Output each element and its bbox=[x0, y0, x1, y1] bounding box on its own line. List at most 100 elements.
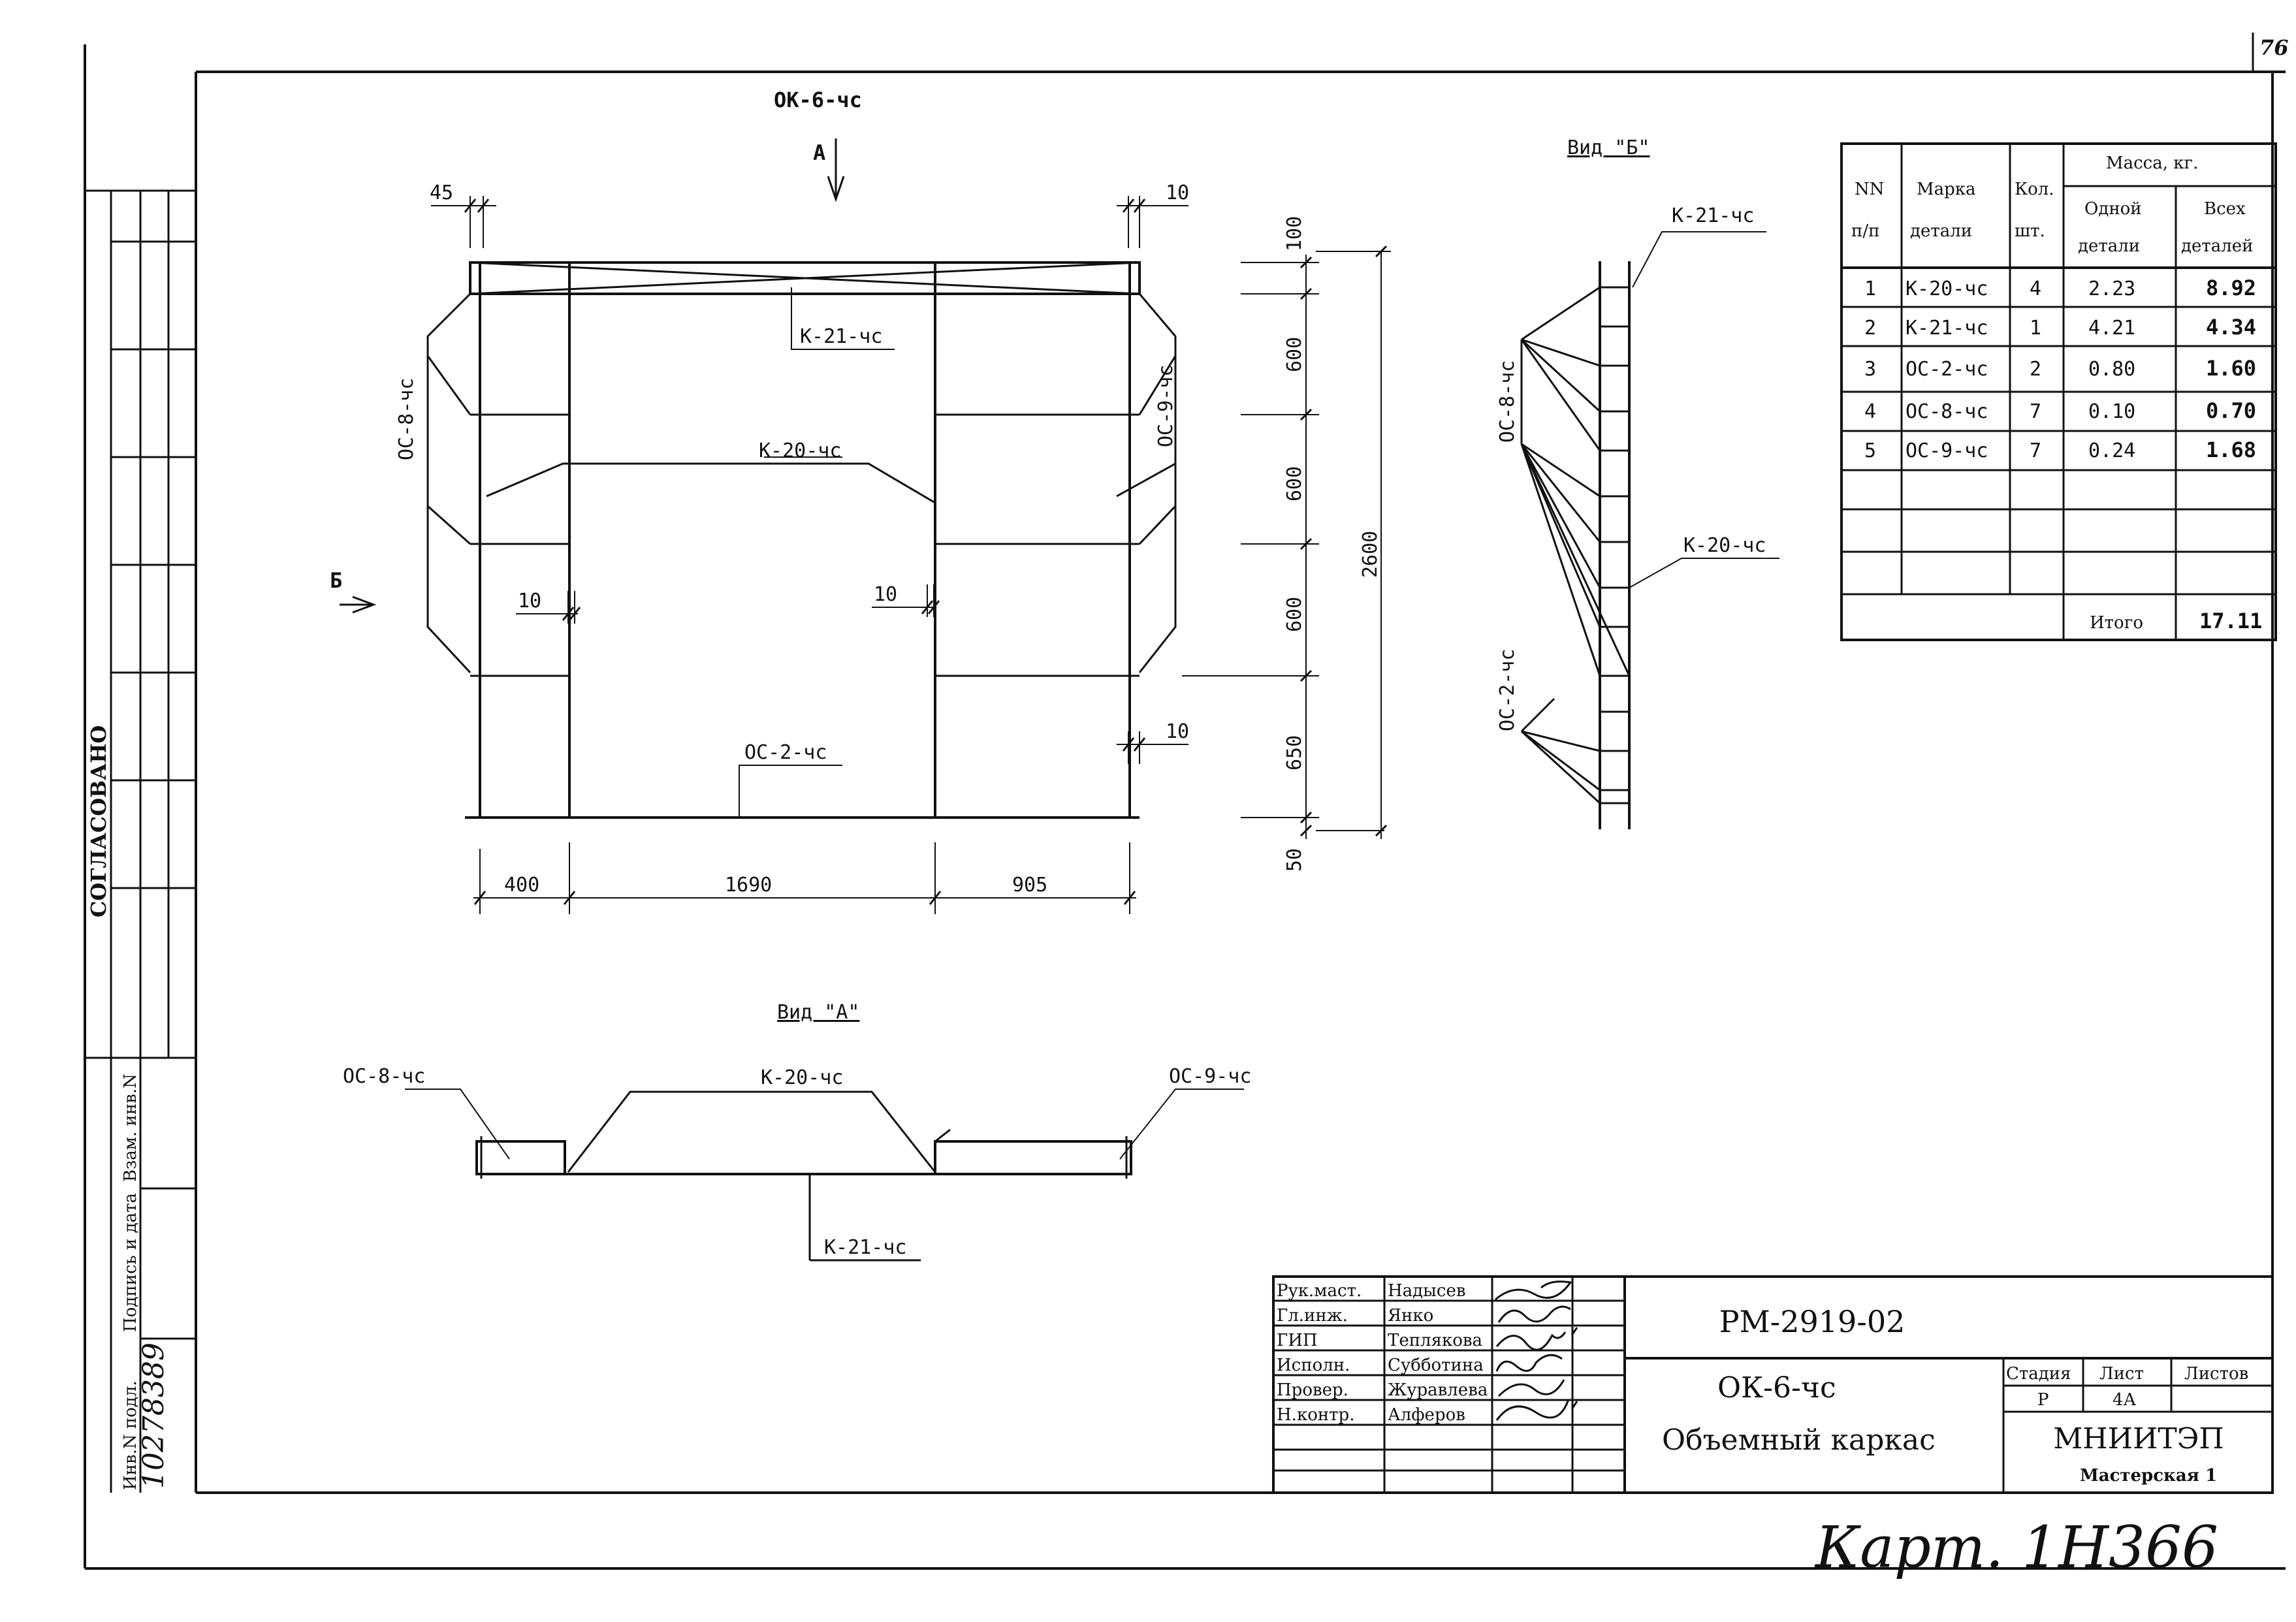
row-qty: 7 bbox=[2030, 439, 2041, 462]
main-dimensions bbox=[431, 196, 1391, 914]
label-os9-view-a: ОС-9-чс bbox=[1169, 1065, 1251, 1088]
dim-bottom-3: 905 bbox=[1012, 874, 1047, 897]
view-a-arrow bbox=[827, 138, 845, 202]
dim-vert-50: 50 bbox=[1283, 848, 1306, 872]
sheet-frame bbox=[84, 33, 2286, 1570]
role-name: Теплякова bbox=[1388, 1331, 1482, 1350]
drawing-name-2: Объемный каркас bbox=[1662, 1423, 1936, 1457]
signature bbox=[1495, 1327, 1578, 1351]
dim-vert-100: 100 bbox=[1283, 216, 1306, 251]
role-name: Надысев bbox=[1388, 1281, 1465, 1301]
signature bbox=[1497, 1305, 1571, 1323]
inventory-number: 10278389 bbox=[137, 1343, 170, 1489]
dim-mid-center: 10 bbox=[874, 583, 897, 606]
row-all: 1.68 bbox=[2206, 437, 2256, 462]
row-mark: ОС-8-чс bbox=[1905, 400, 1988, 423]
sheet-number: 76 bbox=[2259, 35, 2289, 60]
row-all: 1.60 bbox=[2206, 356, 2256, 381]
row-mark: К-20-чс bbox=[1905, 278, 1988, 300]
row-n: 3 bbox=[1864, 358, 1876, 381]
dim-vert-600c: 600 bbox=[1283, 597, 1306, 632]
view-a-title: Вид "А" bbox=[777, 1001, 859, 1024]
role-label: Н.контр. bbox=[1277, 1405, 1354, 1425]
row-qty: 2 bbox=[2030, 358, 2041, 381]
hdr-mark-2: детали bbox=[1910, 221, 1972, 241]
row-one: 2.23 bbox=[2088, 278, 2135, 300]
role-name: Субботина bbox=[1388, 1356, 1484, 1375]
table-row: 5 ОС-9-чс 7 0.24 1.68 bbox=[1864, 437, 2256, 462]
hdr-qty-2: шт. bbox=[2015, 221, 2045, 241]
left-strip bbox=[85, 189, 196, 1493]
hdr-all-2: деталей bbox=[2181, 236, 2254, 256]
signature bbox=[1495, 1280, 1572, 1301]
spec-table bbox=[1840, 142, 2277, 641]
dim-top-right: 10 bbox=[1166, 182, 1189, 204]
dim-top-left: 45 bbox=[430, 182, 453, 204]
row-one: 4.21 bbox=[2088, 317, 2135, 340]
row-mark: ОС-2-чс bbox=[1905, 358, 1988, 381]
sheets-label: Листов bbox=[2184, 1364, 2248, 1384]
row-n: 2 bbox=[1864, 317, 1876, 340]
drawing-title: ОК-6-чс bbox=[774, 87, 862, 112]
row-all: 8.92 bbox=[2206, 276, 2256, 300]
role-label: Провер. bbox=[1277, 1380, 1348, 1400]
label-os2-main: ОС-2-чс bbox=[744, 741, 827, 764]
view-b-arrow bbox=[340, 596, 377, 614]
view-b-drawing bbox=[1520, 261, 1631, 829]
hdr-nn-1: NN bbox=[1855, 180, 1885, 199]
label-k20-main: К-20-чс bbox=[759, 439, 841, 462]
total-value: 17.11 bbox=[2199, 609, 2262, 633]
role-name: Алферов bbox=[1388, 1405, 1465, 1425]
row-n: 1 bbox=[1864, 278, 1876, 300]
label-k20-view-a: К-20-чс bbox=[761, 1066, 843, 1089]
view-a-arrow-label: А bbox=[813, 140, 825, 165]
drawing-name-1: ОК-6-чс bbox=[1717, 1371, 1836, 1405]
view-a-drawing bbox=[475, 1090, 1132, 1262]
view-b-leaders bbox=[1629, 231, 1779, 588]
dim-bottom-2: 1690 bbox=[725, 874, 772, 897]
strip-replace-label: Взам. инв.N bbox=[121, 1073, 140, 1182]
workshop: Мастерская 1 bbox=[2080, 1466, 2217, 1486]
role-label: Рук.маст. bbox=[1277, 1281, 1362, 1301]
role-label: Исполн. bbox=[1277, 1356, 1350, 1375]
dim-vert-600a: 600 bbox=[1283, 337, 1306, 372]
dim-total-height: 2600 bbox=[1359, 531, 1382, 578]
stage-label: Стадия bbox=[2006, 1364, 2071, 1384]
label-os8-view-a: ОС-8-чс bbox=[343, 1065, 425, 1088]
role-name: Янко bbox=[1388, 1306, 1433, 1326]
row-n: 5 bbox=[1864, 439, 1876, 462]
handwritten-note: Карт. 1Н366 bbox=[1814, 1514, 2218, 1581]
strip-inv-label: Инв.N подл. bbox=[121, 1380, 140, 1490]
label-k20-view-b: К-20-чс bbox=[1683, 534, 1766, 557]
hdr-one-1: Одной bbox=[2084, 199, 2142, 219]
dim-mid-left: 10 bbox=[518, 590, 541, 612]
role-name: Журавлева bbox=[1388, 1380, 1488, 1400]
row-n: 4 bbox=[1864, 400, 1876, 423]
spec-rows: 1 К-20-чс 4 2.23 8.92 2 К-21-чс 1 4.21 4… bbox=[1864, 276, 2256, 462]
row-one: 0.10 bbox=[2088, 400, 2135, 423]
row-one: 0.80 bbox=[2088, 358, 2135, 381]
label-os2-view-b: ОС-2-чс bbox=[1496, 649, 1519, 731]
signatures bbox=[1495, 1280, 1578, 1421]
row-all: 4.34 bbox=[2206, 315, 2256, 340]
dim-mid-right: 10 bbox=[1166, 720, 1189, 743]
main-dim-ticks bbox=[464, 199, 1388, 905]
organization: МНИИТЭП bbox=[2053, 1422, 2224, 1455]
hdr-all-1: Всех bbox=[2204, 199, 2246, 219]
label-k21-view-a: К-21-чс bbox=[824, 1236, 906, 1259]
row-qty: 1 bbox=[2030, 317, 2041, 340]
label-os8-view-b: ОС-8-чс bbox=[1496, 360, 1519, 443]
dim-vert-650: 650 bbox=[1283, 735, 1306, 771]
view-b-arrow-label: Б bbox=[330, 568, 342, 593]
hdr-mass: Масса, кг. bbox=[2106, 153, 2198, 173]
main-leaders bbox=[739, 287, 895, 818]
row-qty: 7 bbox=[2030, 400, 2041, 423]
label-os9-main: ОС-9-чс bbox=[1155, 365, 1177, 447]
table-row: 3 ОС-2-чс 2 0.80 1.60 bbox=[1864, 356, 2256, 381]
label-k21-main: К-21-чс bbox=[800, 325, 882, 348]
strip-sign-label: Подпись и дата bbox=[121, 1193, 140, 1332]
hdr-mark-1: Марка bbox=[1917, 180, 1976, 199]
hdr-qty-1: Кол. bbox=[2015, 180, 2054, 199]
hdr-nn-2: п/п bbox=[1851, 221, 1879, 241]
